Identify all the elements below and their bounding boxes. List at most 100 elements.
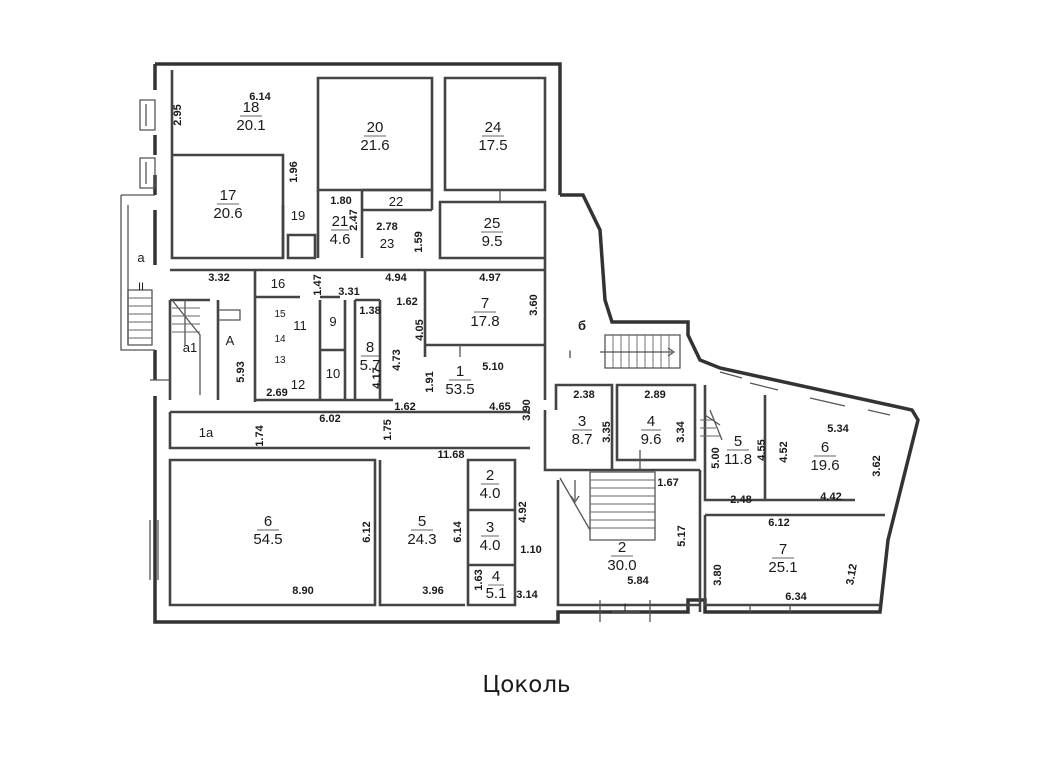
dimension-d334: 3.34 — [675, 420, 687, 442]
dimension-d602: 6.02 — [319, 413, 340, 425]
room-1-area: 53.5 — [445, 381, 474, 398]
room-3-mid-area: 8.7 — [572, 431, 593, 448]
dimension-d175: 1.75 — [382, 419, 394, 440]
dimension-d510: 5.10 — [482, 361, 503, 373]
dimension-d1168: 11.68 — [438, 449, 465, 461]
dimension-d331: 3.31 — [338, 286, 359, 298]
dimension-d163: 1.63 — [473, 569, 485, 590]
dimension-d593: 5.93 — [235, 361, 247, 382]
room-2-stair-area: 30.0 — [607, 557, 636, 574]
room-9-label: 9 — [329, 314, 336, 329]
room-4-mid-num: 4 — [647, 413, 655, 430]
room-11-label: 11 — [293, 318, 307, 333]
room-14-label: 14 — [274, 334, 286, 345]
room-25-num: 25 — [484, 215, 501, 232]
room-4-small-area: 5.1 — [486, 585, 507, 602]
room-1a-label: 1а — [199, 425, 214, 440]
dimension-d452: 4.52 — [778, 441, 790, 462]
room-13-label: 13 — [274, 355, 286, 366]
room-a-label: а — [137, 250, 145, 265]
dimension-d890: 8.90 — [292, 585, 313, 597]
room-25-area: 9.5 — [482, 233, 503, 250]
room-3-small-num: 3 — [486, 519, 494, 536]
dimension-d517: 5.17 — [676, 525, 688, 546]
room-20-area: 21.6 — [360, 137, 389, 154]
dimension-d494: 4.94 — [385, 272, 407, 284]
room-5-large-area: 24.3 — [407, 531, 436, 548]
dimension-d162a: 1.62 — [396, 296, 417, 308]
room-3-small-area: 4.0 — [480, 537, 501, 554]
room-2-stair-num: 2 — [618, 539, 626, 556]
room-7-lower-num: 7 — [779, 541, 787, 558]
dimension-d465: 4.65 — [489, 401, 510, 413]
room-24-num: 24 — [485, 119, 502, 136]
room-17-area: 20.6 — [213, 205, 242, 222]
openings — [149, 190, 891, 622]
stair-II-label: II — [138, 281, 144, 293]
room-17-num: 17 — [220, 187, 237, 204]
dimension-d634: 6.34 — [785, 591, 807, 603]
dimension-d332: 3.32 — [208, 272, 229, 284]
dimension-d614b: 6.14 — [452, 520, 464, 542]
dimension-d167: 1.67 — [657, 477, 678, 489]
dimension-d289: 2.89 — [644, 389, 665, 401]
dimension-d295: 2.95 — [172, 104, 184, 125]
floor-caption: Цоколь — [482, 672, 571, 698]
dimension-d534: 5.34 — [827, 423, 849, 435]
stairs — [127, 289, 723, 541]
dimension-d248: 2.48 — [730, 494, 751, 506]
room-21-area: 4.6 — [330, 231, 351, 248]
room-23-label: 23 — [380, 236, 394, 251]
dimension-d362: 3.62 — [871, 455, 883, 476]
dimension-d584: 5.84 — [627, 575, 649, 587]
dimension-d174: 1.74 — [254, 424, 266, 446]
room-15-label: 15 — [274, 309, 286, 320]
outer-walls — [120, 62, 920, 624]
room-6-right-num: 6 — [821, 439, 829, 456]
room-7-lower-area: 25.1 — [768, 559, 797, 576]
room-19-label: 19 — [291, 208, 305, 223]
entrance-I-label-1: I — [568, 349, 571, 361]
dimension-d360: 3.60 — [528, 294, 540, 315]
room-5-right-num: 5 — [734, 433, 742, 450]
dimension-d278: 2.78 — [376, 221, 397, 233]
room-10-label: 10 — [326, 366, 340, 381]
room-7-upper-num: 7 — [481, 295, 489, 312]
room-22-label: 22 — [389, 194, 403, 209]
room-3-mid-num: 3 — [578, 413, 586, 430]
dimension-d159: 1.59 — [413, 231, 425, 252]
dimension-d162b: 1.62 — [394, 401, 415, 413]
interior-walls — [168, 70, 885, 612]
dimension-d380: 3.80 — [712, 564, 724, 585]
dimension-d473: 4.73 — [391, 349, 403, 370]
dimension-d314: 3.14 — [516, 589, 538, 601]
room-8-area: 5.7 — [360, 357, 381, 374]
room-21-num: 21 — [332, 213, 349, 230]
dimension-d138: 1.38 — [359, 305, 380, 317]
dimension-d147: 1.47 — [312, 274, 324, 295]
dimensions: 6.14 2.95 1.96 1.80 2.47 2.78 1.59 3.32 … — [172, 91, 883, 603]
room-1-num: 1 — [456, 363, 464, 380]
room-7-upper-area: 17.8 — [470, 313, 499, 330]
room-16-label: 16 — [271, 276, 285, 291]
dimension-d614: 6.14 — [249, 91, 271, 103]
dimension-d612a: 6.12 — [361, 521, 373, 542]
dimension-d312: 3.12 — [844, 563, 860, 586]
room-6-right-area: 19.6 — [810, 457, 839, 474]
room-A-label: А — [226, 333, 235, 348]
dimension-d191: 1.91 — [424, 371, 436, 392]
room-b-label: б — [578, 318, 586, 333]
room-20-num: 20 — [367, 119, 384, 136]
room-2-small-num: 2 — [486, 467, 494, 484]
dimension-d196: 1.96 — [288, 161, 300, 182]
room-18-num: 18 — [243, 99, 260, 116]
dimension-d238: 2.38 — [573, 389, 594, 401]
room-a1-label: а1 — [183, 340, 197, 355]
room-4-mid-area: 9.6 — [641, 431, 662, 448]
dimension-d612b: 6.12 — [768, 517, 789, 529]
dimension-d390: 3.90 — [521, 399, 533, 420]
dimension-d455: 4.55 — [756, 439, 768, 460]
dimension-d335: 3.35 — [601, 421, 613, 442]
dimension-d442: 4.42 — [820, 491, 841, 503]
